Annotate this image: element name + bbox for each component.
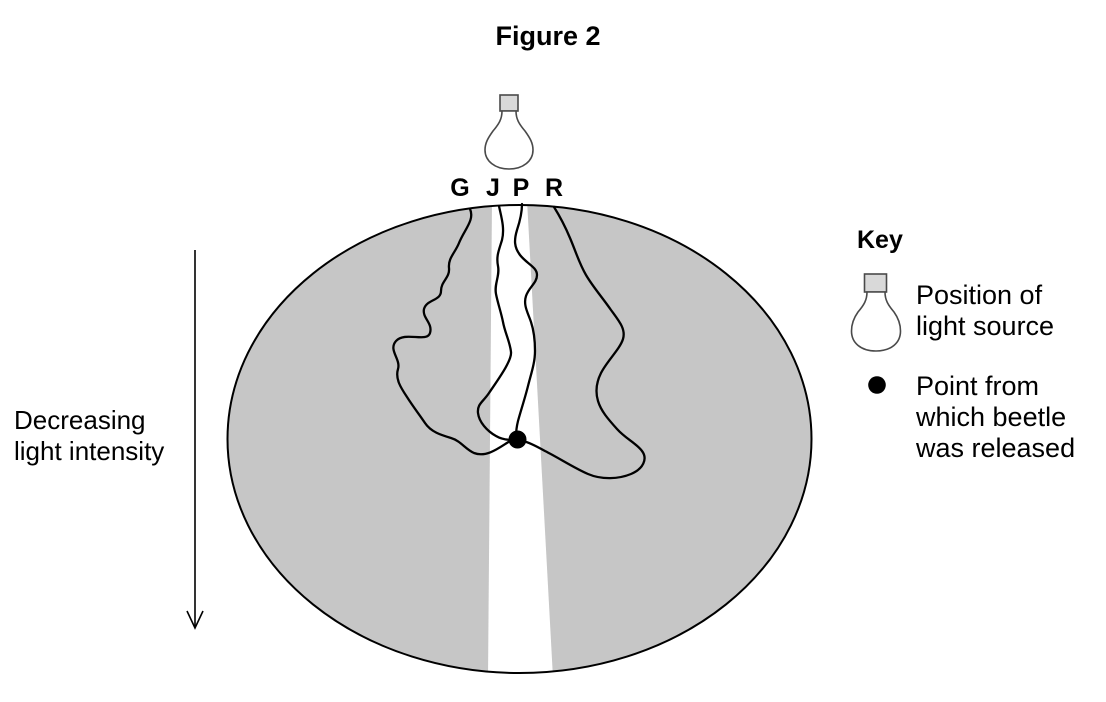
release-point-dot (508, 430, 527, 449)
key-label-release-point: Point from which beetle was released (916, 371, 1076, 463)
path-label-r: R (544, 174, 564, 202)
arena-outline (226, 204, 813, 674)
path-label-g: G (450, 174, 470, 202)
key-release-point-dot-icon (868, 376, 886, 394)
decreasing-light-intensity-label: Decreasing light intensity (14, 405, 165, 466)
intensity-arrow (186, 250, 204, 630)
key-label-light-source: Position of light source (916, 280, 1055, 341)
beetle-track-R (521, 205, 646, 480)
key-title: Key (857, 226, 903, 254)
beetle-track-J (476, 204, 515, 442)
beetle-track-P (513, 202, 539, 439)
key-light-bulb-icon (850, 273, 902, 352)
path-label-j: J (486, 174, 500, 202)
path-label-p: P (512, 174, 530, 202)
light-bulb-icon (484, 94, 534, 170)
beetle-track-G (392, 207, 512, 456)
figure-title: Figure 2 (495, 21, 601, 51)
